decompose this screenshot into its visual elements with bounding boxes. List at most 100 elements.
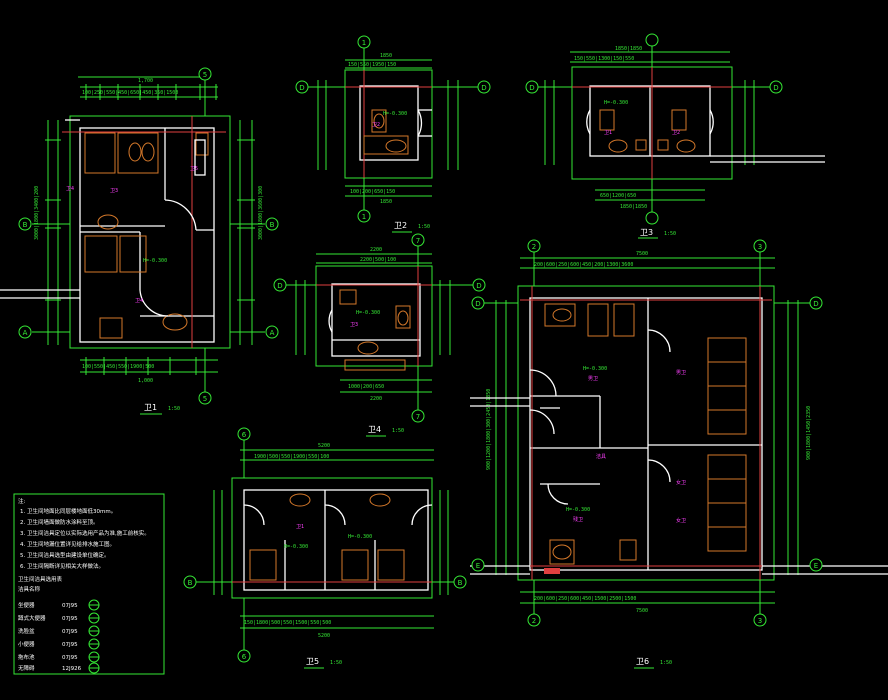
- p2-dim-bottom: 1850: [380, 199, 392, 205]
- plan-4: 2200 2200|500|100 1000|200|650 2200 7 D …: [273, 233, 486, 437]
- p4-dim-top-row: 2200|500|100: [360, 257, 396, 263]
- p2-dim-bot-row: 100|200|650|150: [350, 189, 395, 195]
- p4-tag: 卫3: [350, 322, 358, 328]
- p2-dim-top: 1850: [380, 53, 392, 59]
- p6-bubble-3-top: 3: [758, 243, 762, 251]
- p6-bubble-2-top: 2: [532, 243, 536, 251]
- p1-dim-top-row: 100|250|550|450|650|450|350|1500: [82, 90, 178, 96]
- p2-tag: 卫2: [372, 122, 380, 128]
- plan-6: 7500 200|600|250|600|450|200|1300|3600 2…: [470, 239, 888, 669]
- p6-level-b: H=-0.300: [566, 507, 590, 513]
- p2-dim-top-row: 150|550|1950|150: [348, 62, 396, 68]
- p1-tag-3: 卫5: [190, 166, 198, 172]
- p5-dim-top: 5200: [318, 443, 330, 449]
- note-line-6: 6. 卫生间隔断详见相关大样做法。: [20, 562, 104, 570]
- note-line-2: 2. 卫生间墙面做防水涂料至顶。: [20, 518, 99, 526]
- p1-tag-4: 卫4: [135, 298, 143, 304]
- p1-title: 卫1: [144, 403, 157, 412]
- p5-bubble-b-right: B: [458, 579, 463, 587]
- p3-dim-bot-row: 650|1200|650: [600, 193, 636, 199]
- p6-dim-top: 7500: [636, 251, 648, 257]
- p4-bubble-top: 7: [416, 237, 420, 245]
- p5-title: 卫5: [306, 657, 319, 666]
- p6-tag-d: 男卫: [676, 370, 686, 376]
- p1-dim-left: 3000|1800|3400|200: [34, 186, 40, 240]
- p6-bubble-3-bottom: 3: [758, 617, 762, 625]
- fixture-symbols: [88, 599, 100, 674]
- p6-dim-top-row: 200|600|250|600|450|200|1300|3600: [534, 262, 633, 268]
- fixture-row-3-ref: 07J95: [62, 629, 78, 635]
- p3-title: 卫3: [640, 228, 653, 237]
- p6-tag-f: 女卫: [676, 517, 686, 524]
- p1-tag-1: 卫4: [66, 186, 74, 192]
- p5-bubble-top: 6: [242, 431, 247, 439]
- p1-dim-bottom: 1,000: [138, 378, 153, 384]
- p5-bubble-bottom: 6: [242, 653, 247, 661]
- p6-bubble-d-right: D: [813, 300, 818, 308]
- p4-bubble-d-left: D: [277, 282, 282, 290]
- p2-bubble-d-right: D: [481, 84, 486, 92]
- note-line-5: 5. 卫生间洁具选型由建设单位确定。: [20, 551, 110, 559]
- p6-bubble-e-left: E: [476, 562, 480, 570]
- p3-tag-a: 卫1: [604, 130, 612, 136]
- plan-3: 1850|1850 150|550|1300|150|550 650|1200|…: [525, 33, 825, 239]
- p3-bubble-d-left: D: [529, 84, 534, 92]
- p3-scale: 1:50: [664, 231, 676, 237]
- p2-bubble-top: 1: [362, 39, 366, 47]
- p4-bubble-d-right: D: [476, 282, 481, 290]
- note-line-1: 1. 卫生间地面比同层楼地面低30mm。: [20, 507, 116, 515]
- p6-dim-left: 900|1200|1800|300|2450|1850: [486, 389, 492, 470]
- p1-bubble-a-left: A: [23, 329, 28, 337]
- plan-2: 1850 150|550|1950|150 100|200|650|150 18…: [295, 35, 491, 233]
- p4-dim-bottom: 2200: [370, 396, 382, 402]
- p1-dim-right: 3000|1800|3600|300: [258, 186, 264, 240]
- p4-bubble-bottom: 7: [416, 413, 420, 421]
- p6-dim-bottom: 7500: [636, 608, 648, 614]
- fixture-row-4-name: 小便器: [18, 640, 35, 648]
- p1-bubble-bottom: 5: [203, 395, 207, 403]
- p3-dim-bottom: 1850|1850: [620, 204, 647, 210]
- p3-dim-top: 1850|1850: [615, 46, 642, 52]
- p1-dim-top: 1,700: [138, 78, 153, 84]
- p6-tag-e: 女卫: [676, 479, 686, 486]
- p6-level-a: H=-0.300: [583, 366, 607, 372]
- p6-dim-bot-row: 200|600|250|600|450|1500|2500|1500: [534, 596, 636, 602]
- p4-level: H=-0.300: [356, 310, 380, 316]
- p5-bubble-b-left: B: [188, 579, 193, 587]
- fixture-row-5-ref: 07J95: [62, 655, 78, 661]
- p1-tag-2: 卫3: [110, 188, 118, 194]
- p6-title: 卫6: [636, 657, 649, 666]
- p2-scale: 1:50: [418, 224, 430, 230]
- fixture-row-6-ref: 12J926: [62, 666, 82, 672]
- fixture-row-2-name: 蹲式大便器: [18, 614, 46, 622]
- p4-dim-top: 2200: [370, 247, 382, 253]
- p6-dim-right: 900|1800|1450|2350: [806, 406, 812, 460]
- p2-title: 卫2: [394, 221, 407, 230]
- fixture-row-3-name: 洗脸盆: [18, 627, 35, 635]
- p4-title: 卫4: [368, 425, 381, 434]
- notes-heading: 注:: [18, 497, 26, 505]
- p1-scale: 1:50: [168, 406, 180, 412]
- p2-bubble-bottom: 1: [362, 213, 366, 221]
- p1-level: H=-0.300: [143, 258, 167, 264]
- p5-level-b: H=-0.300: [348, 534, 372, 540]
- plan-5: 5200 1900|500|550|1900|550|100 150|1800|…: [183, 427, 467, 669]
- p3-bubble-d-right: D: [773, 84, 778, 92]
- fixture-row-5-name: 拖布池: [18, 653, 35, 661]
- fixture-row-1-ref: 07J95: [62, 603, 78, 609]
- p1-bubble-a-right: A: [270, 329, 275, 337]
- p6-tag-c: 残卫: [573, 516, 583, 523]
- note-line-3: 3. 卫生间洁具定位以实际选用产品为准,施工前核实。: [20, 529, 150, 537]
- notes-table-head: 洁具名称: [18, 585, 41, 593]
- p6-bubble-d-left: D: [475, 300, 480, 308]
- p6-tag-a: 男卫: [588, 376, 598, 382]
- p4-scale: 1:50: [392, 428, 404, 434]
- plan-1: 1,700 100|250|550|450|650|450|350|1500 1…: [0, 67, 279, 415]
- notes-panel: 注: 1. 卫生间地面比同层楼地面低30mm。 2. 卫生间墙面做防水涂料至顶。…: [13, 493, 165, 675]
- p6-bubble-2-bottom: 2: [532, 617, 536, 625]
- p5-level-a: H=-0.300: [284, 544, 308, 550]
- fixture-row-1-name: 坐便器: [18, 601, 35, 609]
- p5-dim-bottom: 5200: [318, 633, 330, 639]
- p5-dim-bot-row: 150|1800|500|550|1500|550|500: [244, 620, 331, 626]
